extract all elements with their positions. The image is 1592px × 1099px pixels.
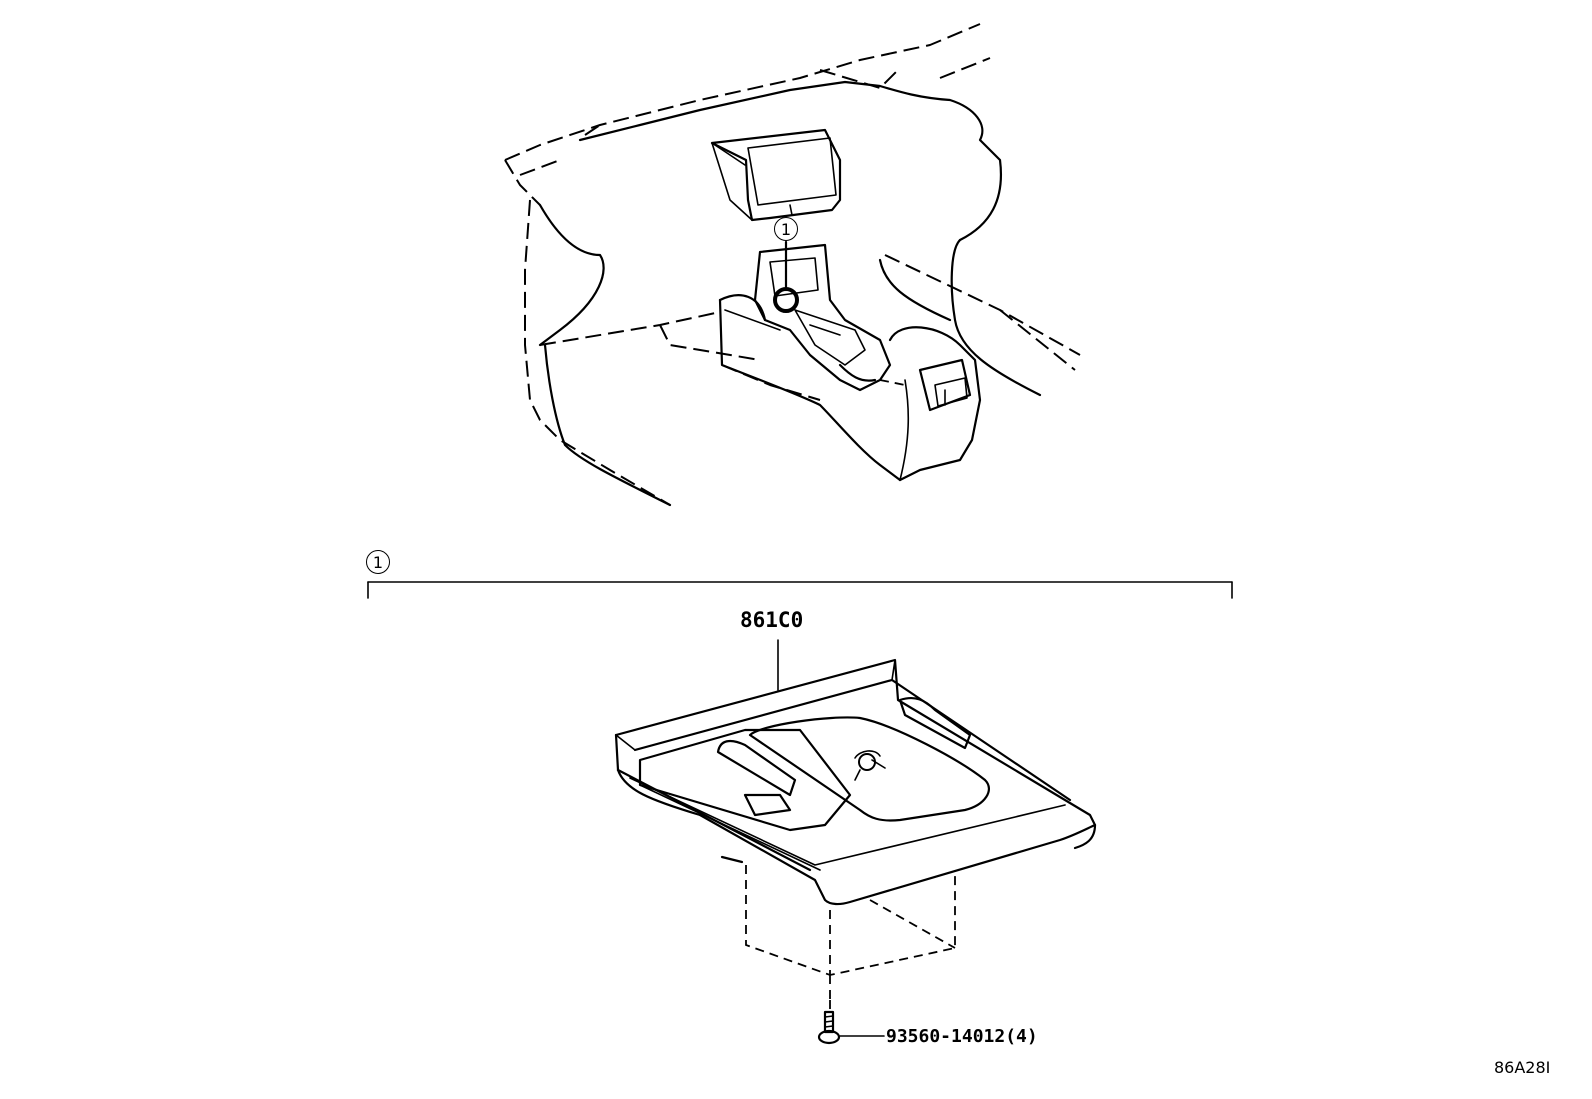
location-marker: [773, 287, 799, 313]
screw-icon: [817, 1010, 841, 1045]
callout-number-top: 1: [774, 217, 798, 241]
callout-number-group: 1: [366, 550, 390, 574]
drawing-code: 86A28I: [1494, 1058, 1551, 1077]
part-number-charger: 861C0: [740, 608, 804, 632]
group-bracket: [367, 581, 1233, 599]
charge-symbol-icon: [854, 750, 886, 781]
part-number-screw: 93560-14012(4): [886, 1026, 1038, 1047]
wireless-charger-drawing: [614, 639, 1097, 1045]
vehicle-interior-view: [504, 23, 1081, 507]
